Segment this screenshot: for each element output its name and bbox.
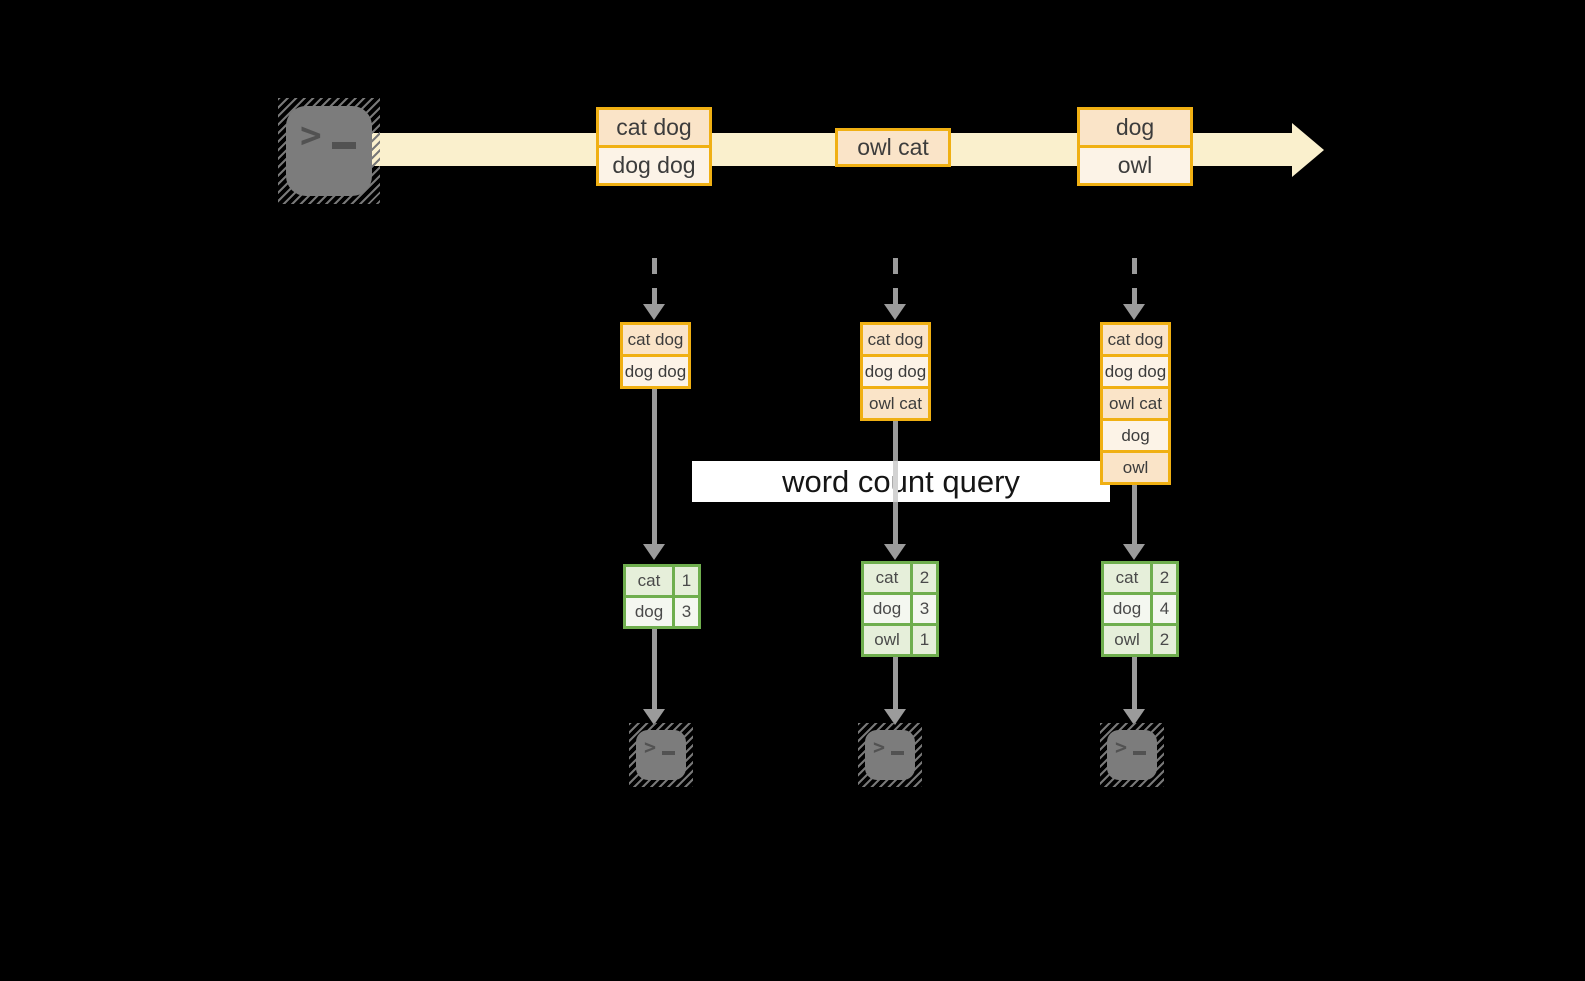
count-cell: 1 — [672, 567, 698, 595]
word-cell: dog — [864, 595, 910, 623]
output-arrow-1 — [643, 629, 665, 725]
sink-terminal-icon-3: > — [1100, 723, 1164, 787]
trigger-arrow-3 — [1123, 258, 1145, 320]
state-record: owl — [1103, 450, 1168, 482]
word-cell: cat — [626, 567, 672, 595]
word-cell: dog — [626, 598, 672, 626]
output-arrow-2 — [884, 657, 906, 725]
state-record: dog dog — [863, 354, 928, 386]
count-cell: 1 — [910, 626, 936, 654]
state-record: dog dog — [623, 354, 688, 386]
prompt-underscore-icon — [332, 142, 356, 149]
state-record: dog dog — [1103, 354, 1168, 386]
event-record: dog dog — [599, 145, 709, 183]
state-record: owl cat — [863, 386, 928, 418]
state-record: cat dog — [863, 325, 928, 354]
query-label: word count query — [692, 461, 1110, 502]
word-cell: cat — [1104, 564, 1150, 592]
event-record: dog — [1080, 110, 1190, 145]
word-cell: cat — [864, 564, 910, 592]
state-record: cat dog — [1103, 325, 1168, 354]
state-record: dog — [1103, 418, 1168, 450]
timeline-event-batch-1: cat dog dog dog — [596, 107, 712, 186]
table-row: owl 1 — [864, 623, 936, 654]
count-cell: 3 — [672, 598, 698, 626]
result-table-3: cat 2 dog 4 owl 2 — [1101, 561, 1179, 657]
event-record: owl — [1080, 145, 1190, 183]
query-arrow-2-overlap — [893, 461, 898, 502]
state-record: owl cat — [1103, 386, 1168, 418]
state-record: cat dog — [623, 325, 688, 354]
count-cell: 4 — [1150, 595, 1176, 623]
table-row: cat 2 — [864, 564, 936, 592]
prompt-underscore-icon — [891, 751, 904, 755]
table-row: cat 1 — [626, 567, 698, 595]
table-row: owl 2 — [1104, 623, 1176, 654]
output-arrow-3 — [1123, 657, 1145, 725]
count-cell: 2 — [1150, 626, 1176, 654]
stream-source-terminal-icon: > — [278, 98, 380, 204]
terminal-screen: > — [636, 730, 686, 780]
table-row: cat 2 — [1104, 564, 1176, 592]
prompt-chevron-icon: > — [873, 735, 886, 759]
prompt-chevron-icon: > — [300, 115, 322, 156]
result-table-2: cat 2 dog 3 owl 1 — [861, 561, 939, 657]
trigger-arrow-2 — [884, 258, 906, 320]
input-state-box-2: cat dog dog dog owl cat — [860, 322, 931, 421]
prompt-chevron-icon: > — [1115, 735, 1128, 759]
query-arrow-1 — [643, 389, 665, 560]
terminal-screen: > — [1107, 730, 1157, 780]
table-row: dog 3 — [626, 595, 698, 626]
table-row: dog 4 — [1104, 592, 1176, 623]
timeline-event-batch-3: dog owl — [1077, 107, 1193, 186]
table-row: dog 3 — [864, 592, 936, 623]
count-cell: 3 — [910, 595, 936, 623]
input-state-box-3: cat dog dog dog owl cat dog owl — [1100, 322, 1171, 485]
terminal-screen: > — [286, 106, 372, 196]
count-cell: 2 — [910, 564, 936, 592]
sink-terminal-icon-1: > — [629, 723, 693, 787]
trigger-arrow-1 — [643, 258, 665, 320]
word-cell: owl — [1104, 626, 1150, 654]
prompt-underscore-icon — [1133, 751, 1146, 755]
prompt-chevron-icon: > — [644, 735, 657, 759]
word-cell: dog — [1104, 595, 1150, 623]
stream-timeline-arrowhead-icon — [1292, 123, 1324, 177]
count-cell: 2 — [1150, 564, 1176, 592]
event-record: owl cat — [838, 131, 948, 164]
result-table-1: cat 1 dog 3 — [623, 564, 701, 629]
input-state-box-1: cat dog dog dog — [620, 322, 691, 389]
word-cell: owl — [864, 626, 910, 654]
prompt-underscore-icon — [662, 751, 675, 755]
timeline-event-batch-2: owl cat — [835, 128, 951, 167]
query-arrow-3 — [1123, 485, 1145, 560]
sink-terminal-icon-2: > — [858, 723, 922, 787]
event-record: cat dog — [599, 110, 709, 145]
terminal-screen: > — [865, 730, 915, 780]
